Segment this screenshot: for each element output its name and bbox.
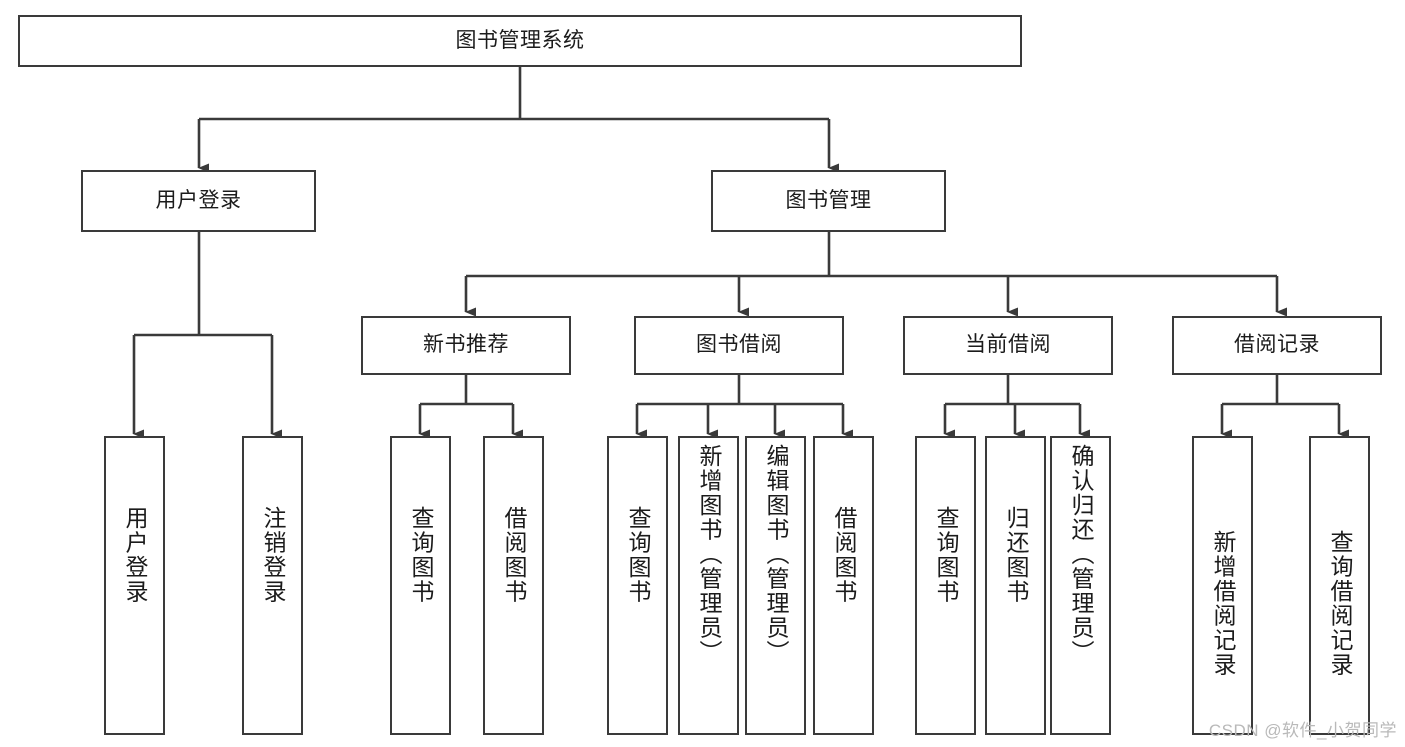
node-current-borrowing[interactable]: 当前借阅 bbox=[903, 316, 1113, 375]
leaf-logout-login[interactable]: 注销登录 bbox=[242, 436, 303, 735]
node-user-login[interactable]: 用户登录 bbox=[81, 170, 316, 232]
leaf-add-book-admin[interactable]: 新增图书（管理员） bbox=[678, 436, 739, 735]
node-label: 用户登录 bbox=[122, 506, 148, 604]
node-new-book-recommendation[interactable]: 新书推荐 bbox=[361, 316, 571, 375]
node-book-borrowing[interactable]: 图书借阅 bbox=[634, 316, 844, 375]
node-label: 查询借阅记录 bbox=[1327, 530, 1353, 677]
leaf-return-books[interactable]: 归还图书 bbox=[985, 436, 1046, 735]
node-label: 查询图书 bbox=[933, 506, 959, 604]
node-label: 注销登录 bbox=[260, 506, 286, 604]
node-label: 当前借阅 bbox=[965, 333, 1051, 357]
node-label: 编辑图书（管理员） bbox=[763, 444, 789, 665]
leaf-query-borrow-record[interactable]: 查询借阅记录 bbox=[1309, 436, 1370, 735]
node-label: 新增借阅记录 bbox=[1210, 530, 1236, 677]
node-borrowing-records[interactable]: 借阅记录 bbox=[1172, 316, 1382, 375]
leaf-borrow-books-newbook[interactable]: 借阅图书 bbox=[483, 436, 544, 735]
node-label: 查询图书 bbox=[408, 506, 434, 604]
csdn-watermark: CSDN @软件_小贺同学 bbox=[1208, 721, 1397, 740]
node-label: 查询图书 bbox=[625, 506, 651, 604]
leaf-borrow-books-bookborrow[interactable]: 借阅图书 bbox=[813, 436, 874, 735]
node-label: 确认归还（管理员） bbox=[1068, 444, 1094, 665]
node-label: 归还图书 bbox=[1003, 506, 1029, 604]
node-label: 图书管理 bbox=[785, 188, 872, 212]
node-label: 借阅图书 bbox=[831, 506, 857, 604]
node-label: 新书推荐 bbox=[423, 333, 509, 357]
leaf-query-books-borrow[interactable]: 查询图书 bbox=[607, 436, 668, 735]
node-label: 借阅记录 bbox=[1234, 333, 1320, 357]
leaf-edit-book-admin[interactable]: 编辑图书（管理员） bbox=[745, 436, 806, 735]
node-label: 借阅图书 bbox=[501, 506, 527, 604]
leaf-confirm-return-admin[interactable]: 确认归还（管理员） bbox=[1050, 436, 1111, 735]
node-label: 图书借阅 bbox=[696, 333, 782, 357]
node-root-book-management-system[interactable]: 图书管理系统 bbox=[18, 15, 1022, 67]
node-book-management[interactable]: 图书管理 bbox=[711, 170, 946, 232]
node-label: 新增图书（管理员） bbox=[696, 444, 722, 665]
node-label: 图书管理系统 bbox=[455, 28, 585, 52]
leaf-user-login[interactable]: 用户登录 bbox=[104, 436, 165, 735]
leaf-query-books-newbook[interactable]: 查询图书 bbox=[390, 436, 451, 735]
leaf-add-borrow-record[interactable]: 新增借阅记录 bbox=[1192, 436, 1253, 735]
leaf-query-books-current[interactable]: 查询图书 bbox=[915, 436, 976, 735]
node-label: 用户登录 bbox=[155, 188, 242, 212]
